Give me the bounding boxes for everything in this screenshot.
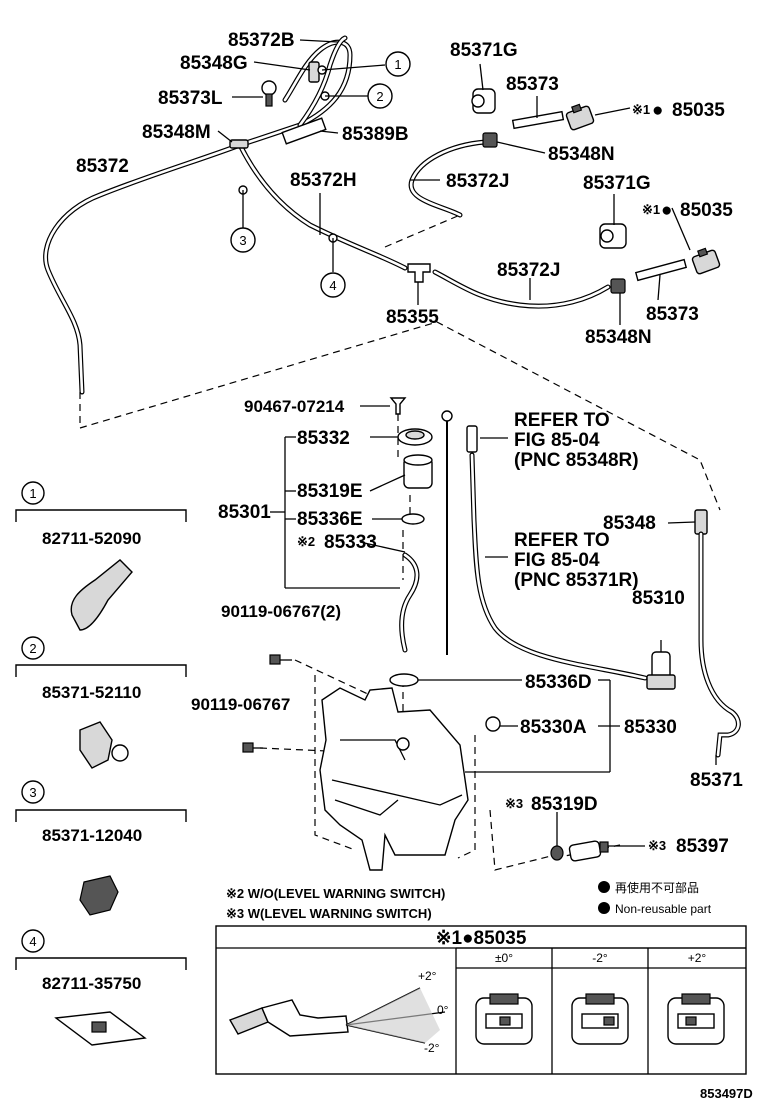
svg-text:(PNC 85371R): (PNC 85371R) [514,570,639,591]
sidebar-detail-4: 4 82711-35750 [15,929,187,1046]
upper-leader-lines [217,39,691,325]
sidebar-detail-3: 3 85371-12040 [15,780,187,916]
figure-id: 853497D [700,1086,753,1101]
connector-view-zero [475,993,533,1045]
svg-text:※3: ※3 [648,838,666,853]
label-85348N-mid: 85348N [585,327,652,348]
nozzle-angle-table: ※1●85035 ±0° -2° +2° +2° 0° -2° [215,925,747,1075]
label-85355: 85355 [386,307,439,328]
label-85371: 85371 [690,770,743,791]
label-85372J-mid: 85372J [497,260,560,281]
label-85336E: 85336E [297,509,363,530]
label-85371G-mid: 85371G [583,173,651,194]
svg-text:●: ● [661,200,672,221]
svg-text:※3: ※3 [505,796,523,811]
label-85372J-top: 85372J [446,171,509,192]
upper-small-parts [229,61,721,294]
label-85333: 85333 [324,532,377,553]
label-90119-06767-2: 90119-06767(2) [221,602,341,621]
label-85332: 85332 [297,428,350,449]
svg-text:82711-52090: 82711-52090 [42,529,141,548]
svg-text:1: 1 [29,486,36,501]
svg-text:2: 2 [376,89,383,104]
svg-text:2: 2 [29,641,36,656]
svg-text:※3 W(LEVEL WARNING SWITCH): ※3 W(LEVEL WARNING SWITCH) [226,906,432,921]
label-85330: 85330 [624,717,677,738]
label-85371G-top: 85371G [450,40,518,61]
label-85373-top: 85373 [506,74,559,95]
part-number-labels: 85372B 85348G 85373L 85348M 85389B 85372… [76,30,743,857]
connector-view-minus2 [571,993,629,1045]
connector-view-plus2 [667,993,725,1045]
svg-text:1: 1 [394,57,401,72]
svg-text:3: 3 [239,233,246,248]
label-85035-mid: 85035 [680,200,733,221]
sidebar-detail-2: 2 85371-52110 [15,636,187,769]
callout-2: 2 [367,83,393,109]
svg-text:85371-52110: 85371-52110 [42,683,141,702]
label-85372B: 85372B [228,30,295,51]
callout-4: 4 [320,272,346,298]
label-90467-07214: 90467-07214 [244,397,345,416]
callout-3: 3 [230,227,256,253]
svg-text:Non-reusable part: Non-reusable part [615,902,712,916]
label-85348G: 85348G [180,53,248,74]
svg-text:FIG 85-04: FIG 85-04 [514,430,600,451]
tank-leader-lines [270,436,717,847]
svg-text:±0°: ±0° [495,951,513,965]
svg-text:-2°: -2° [592,951,608,965]
label-85348: 85348 [603,513,656,534]
label-90119-06767: 90119-06767 [191,695,290,714]
svg-text:●: ● [652,100,663,121]
svg-text:※1: ※1 [642,202,660,217]
label-85348M: 85348M [142,122,211,143]
svg-text:+2°: +2° [418,969,437,983]
svg-text:85371-12040: 85371-12040 [42,826,142,845]
svg-text:82711-35750: 82711-35750 [42,974,141,993]
svg-text:+2°: +2° [688,951,707,965]
svg-text:REFER TO: REFER TO [514,410,610,431]
svg-text:再使用不可部品: 再使用不可部品 [615,880,699,895]
callout-1: 1 [385,51,411,77]
svg-text:※1: ※1 [632,102,650,117]
washer-tank-assembly [242,397,741,871]
svg-text:(PNC 85348R): (PNC 85348R) [514,450,639,471]
label-85310: 85310 [632,588,685,609]
svg-text:4: 4 [329,278,336,293]
svg-text:-2°: -2° [424,1041,440,1055]
svg-text:※2: ※2 [297,534,315,549]
label-85035-top: 85035 [672,100,725,121]
svg-text:REFER TO: REFER TO [514,530,610,551]
svg-text:※1●85035: ※1●85035 [436,928,527,949]
label-85373L: 85373L [158,88,223,109]
label-85330A: 85330A [520,717,587,738]
label-85389B: 85389B [342,124,409,145]
label-85319E: 85319E [297,481,363,502]
svg-text:0°: 0° [437,1003,449,1017]
label-85301: 85301 [218,502,271,523]
svg-text:4: 4 [29,934,36,949]
label-85372H: 85372H [290,170,357,191]
svg-text:※2 W/O(LEVEL WARNING SWITCH): ※2 W/O(LEVEL WARNING SWITCH) [226,886,445,901]
label-85319D: 85319D [531,794,598,815]
label-85372: 85372 [76,156,129,177]
svg-text:FIG 85-04: FIG 85-04 [514,550,600,571]
sidebar-detail-1: 1 82711-52090 [15,481,187,631]
svg-text:3: 3 [29,785,36,800]
footnotes: ※2 W/O(LEVEL WARNING SWITCH) ※3 W(LEVEL … [226,880,712,921]
label-85348N-top: 85348N [548,144,615,165]
label-85336D: 85336D [525,672,592,693]
label-85373-mid: 85373 [646,304,699,325]
label-85397: 85397 [676,836,729,857]
